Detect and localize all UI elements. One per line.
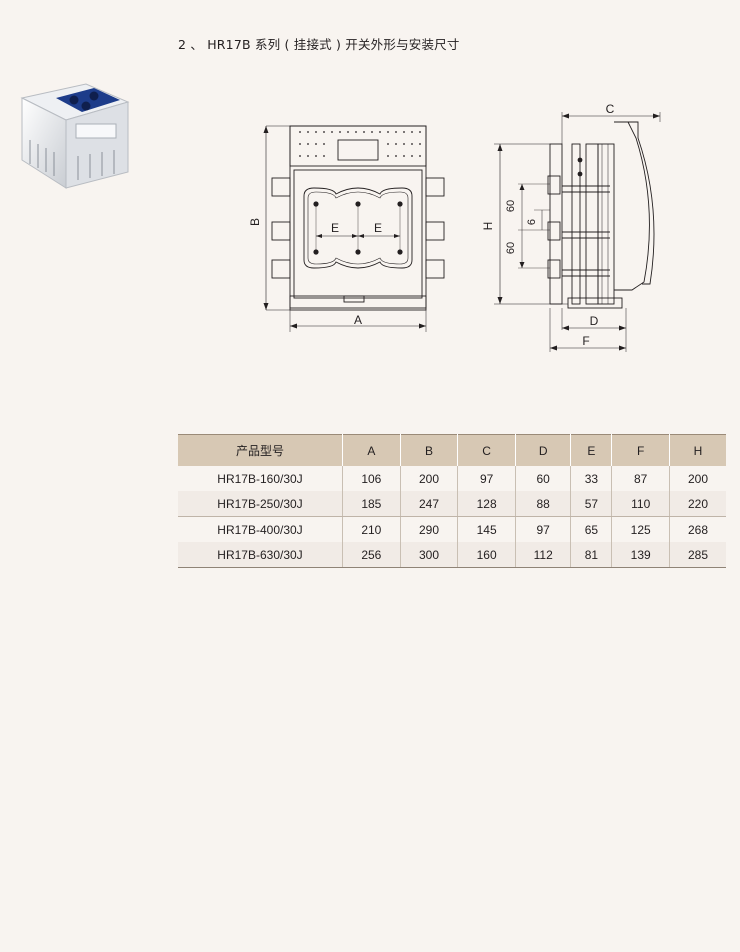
cell: 81 — [570, 542, 613, 568]
table-row: HR17B-250/30J 185 247 128 88 57 110 220 — [178, 491, 726, 517]
cell: 106 — [342, 466, 401, 491]
cell: 200 — [400, 466, 459, 491]
table-row: HR17B-630/30J 256 300 160 112 81 139 285 — [178, 542, 726, 568]
cell: 60 — [515, 466, 572, 491]
table-header-row: 产品型号 A B C D E F H — [178, 434, 726, 466]
cell: 110 — [611, 491, 671, 517]
col-header-E: E — [570, 434, 613, 466]
cell: 290 — [400, 516, 459, 542]
cell: 268 — [687, 522, 709, 537]
cell: 300 — [400, 542, 459, 568]
cell: 125 — [611, 516, 671, 542]
col-header-F: F — [611, 434, 671, 466]
cell: 220 — [669, 491, 726, 517]
cell: 97 — [457, 466, 516, 491]
cell: 256 — [342, 542, 401, 568]
cell: 87 — [611, 466, 671, 491]
dim-label-D: D — [590, 314, 599, 328]
side-view-diagram: H 60 6 60 C D F — [481, 102, 661, 352]
cell: 139 — [611, 542, 671, 568]
dim-label-H: H — [481, 222, 495, 231]
cell: 160 — [457, 542, 516, 568]
cell: 145 — [457, 516, 516, 542]
col-header-A: A — [342, 434, 401, 466]
cell: 88 — [515, 491, 572, 517]
page-title: 2 、 HR17B 系列 ( 挂接式 ) 开关外形与安装尺寸 — [178, 37, 460, 52]
table-row: HR17B-160/30J 106 200 97 60 33 87 200 — [178, 466, 726, 491]
cell: 128 — [457, 491, 516, 517]
col-header-B: B — [400, 434, 459, 466]
cell-model: HR17B-400/30J — [178, 516, 343, 542]
dim-label-F: F — [582, 334, 589, 348]
cell: 65 — [570, 516, 613, 542]
cell: 97 — [515, 516, 572, 542]
cell: 285 — [669, 542, 726, 568]
cell: 57 — [570, 491, 613, 517]
dim-label-60-lower: 60 — [505, 242, 517, 254]
front-view-diagram: B A E E — [250, 125, 445, 332]
dim-label-B: B — [250, 218, 262, 226]
dim-label-E-left: E — [331, 221, 339, 235]
cell: 185 — [342, 491, 401, 517]
cell-model: HR17B-250/30J — [178, 491, 343, 517]
col-header-H: H — [669, 434, 726, 466]
dim-label-A: A — [354, 313, 362, 327]
cell: 200 — [687, 471, 709, 486]
product-photo — [20, 83, 130, 189]
dim-label-6: 6 — [526, 219, 538, 225]
cell: 112 — [515, 542, 572, 568]
table-row: HR17B-400/30J 210 290 145 97 65 125 268 — [178, 516, 726, 542]
cell-model: HR17B-160/30J — [178, 466, 343, 491]
col-header-D: D — [515, 434, 572, 466]
cell: 33 — [570, 466, 613, 491]
cell: 247 — [400, 491, 459, 517]
dim-label-60-upper: 60 — [505, 200, 517, 212]
spec-table: 产品型号 A B C D E F H HR17B-160/30J 106 200… — [178, 434, 726, 568]
col-header-C: C — [457, 434, 516, 466]
cell-model: HR17B-630/30J — [178, 542, 343, 568]
cell: 210 — [342, 516, 401, 542]
col-header-model: 产品型号 — [178, 434, 343, 466]
dim-label-E-right: E — [374, 221, 382, 235]
dim-label-C: C — [606, 102, 615, 116]
